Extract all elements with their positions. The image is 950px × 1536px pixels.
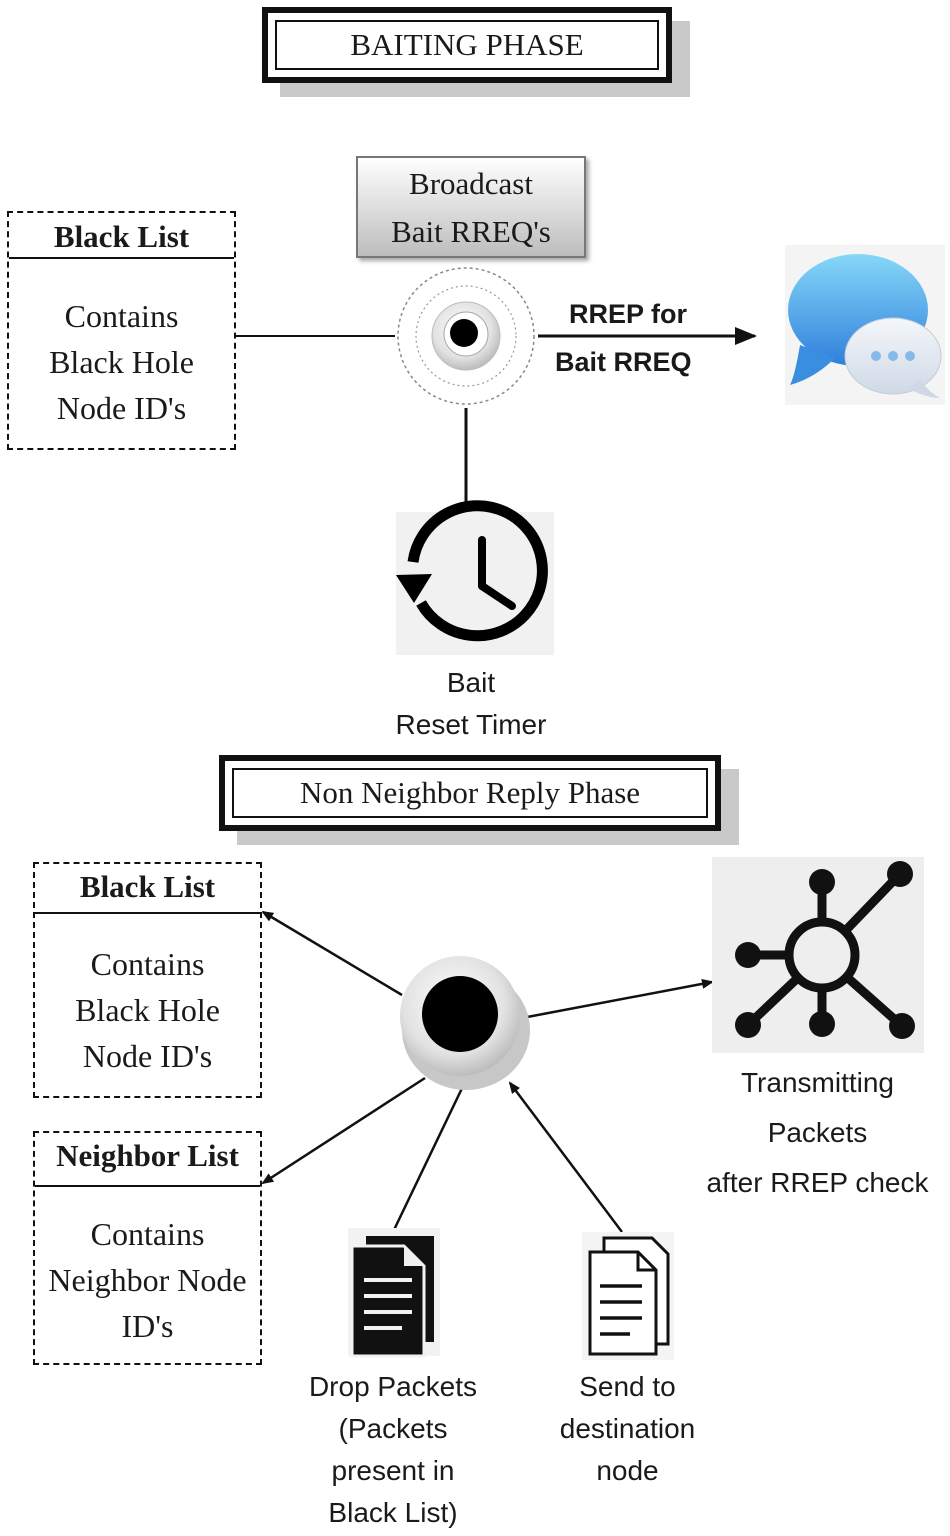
drop-line: Black List) [328, 1497, 458, 1528]
document-dark-icon [348, 1228, 440, 1358]
document-light-icon [582, 1232, 674, 1360]
black-list-line: Node ID's [82, 1038, 213, 1074]
send-line: node [596, 1455, 659, 1486]
transmit-line: Transmitting [740, 1067, 894, 1098]
node-icon [400, 956, 530, 1090]
arrow-to-transmit [521, 978, 714, 1020]
drop-line: (Packets [338, 1413, 448, 1444]
broadcast-line-2: Bait RREQ's [391, 214, 551, 249]
neighbor-list-box: Neighbor List Contains Neighbor Node ID'… [33, 1131, 262, 1365]
message-bubble-icon [785, 245, 945, 405]
send-destination-label: Send to destination node [530, 1366, 725, 1492]
drop-line: Drop Packets [308, 1371, 478, 1402]
black-list-box: Black List Contains Black Hole Node ID's [7, 211, 236, 450]
neighbor-list-line: ID's [121, 1308, 174, 1344]
black-list-header: Black List [35, 864, 260, 914]
black-list-box: Black List Contains Black Hole Node ID's [33, 862, 262, 1098]
drop-line: present in [331, 1455, 455, 1486]
rrep-line-2: Bait RREQ [555, 347, 692, 377]
drop-packets-label: Drop Packets (Packets present in Black L… [288, 1366, 498, 1534]
network-hub-icon [712, 857, 924, 1053]
black-list-line: Node ID's [56, 390, 187, 426]
arrow-to-black-list [261, 910, 403, 997]
arrow-from-send [508, 1081, 623, 1233]
node-icon [397, 267, 535, 405]
timer-line-1: Bait [446, 667, 496, 698]
transmitting-label: Transmitting Packets after RREP check [690, 1058, 945, 1208]
non-neighbor-phase-title: Non Neighbor Reply Phase [219, 755, 721, 831]
rrep-line-1: RREP for [569, 299, 688, 329]
transmit-line: after RREP check [706, 1167, 929, 1198]
neighbor-list-header: Neighbor List [35, 1133, 260, 1187]
connector-to-drop [391, 1081, 467, 1233]
send-line: destination [559, 1413, 696, 1444]
neighbor-list-body: Contains Neighbor Node ID's [35, 1211, 260, 1349]
broadcast-line-1: Broadcast [409, 166, 533, 201]
non-neighbor-phase-title-text: Non Neighbor Reply Phase [232, 768, 708, 818]
send-line: Send to [579, 1371, 676, 1402]
black-list-line: Contains [90, 946, 205, 982]
neighbor-list-line: Neighbor Node [48, 1262, 247, 1298]
bait-reset-timer-label: Bait Reset Timer [356, 662, 586, 746]
black-list-body: Contains Black Hole Node ID's [35, 941, 260, 1079]
history-clock-icon [396, 500, 554, 655]
broadcast-bait-box: Broadcast Bait RREQ's [356, 156, 586, 258]
black-list-line: Black Hole [75, 992, 220, 1028]
neighbor-list-line: Contains [90, 1216, 205, 1252]
black-list-line: Contains [64, 298, 179, 334]
transmit-line: Packets [767, 1117, 868, 1148]
timer-line-2: Reset Timer [395, 709, 547, 740]
black-list-body: Contains Black Hole Node ID's [9, 293, 234, 431]
black-list-header: Black List [9, 213, 234, 259]
rrep-label: RREP for Bait RREQ [555, 290, 715, 386]
baiting-phase-title-text: BAITING PHASE [275, 20, 659, 70]
baiting-phase-title: BAITING PHASE [262, 7, 672, 83]
arrow-to-neighbor-list [261, 1076, 426, 1185]
black-list-line: Black Hole [49, 344, 194, 380]
